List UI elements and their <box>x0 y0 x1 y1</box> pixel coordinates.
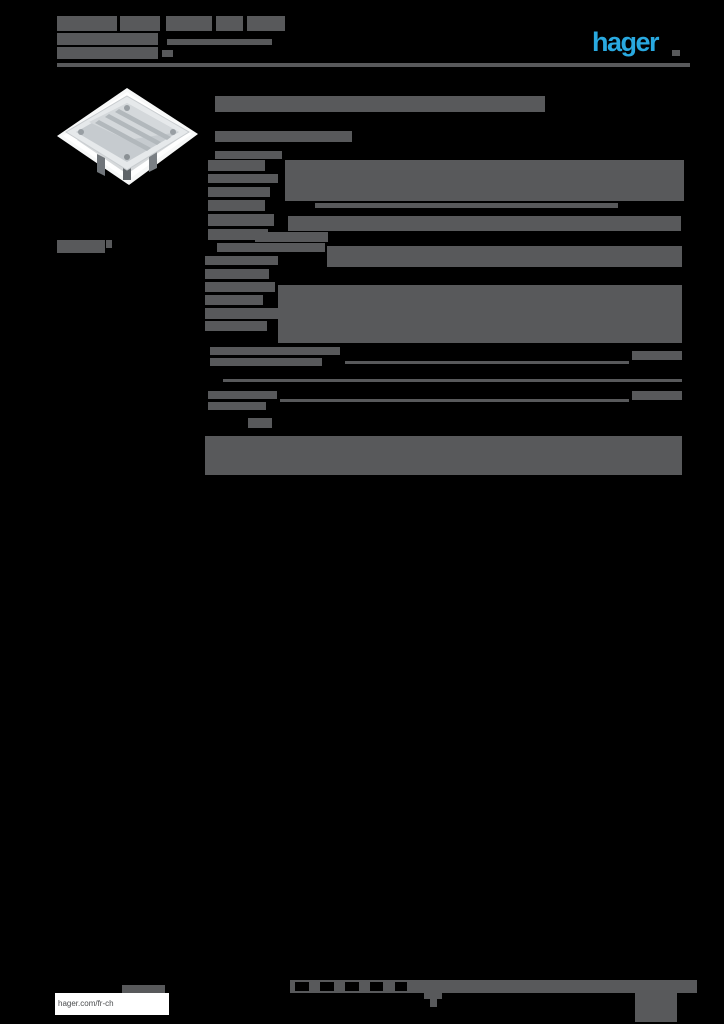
footer-social-icon-cutout <box>395 982 407 991</box>
table-value-bar <box>288 216 681 231</box>
table-left-label <box>205 321 267 331</box>
table-left-label <box>205 256 278 265</box>
header-line2-small-text <box>167 39 272 45</box>
footer-signature-mark <box>424 992 442 999</box>
header-line3-small-text <box>162 50 173 57</box>
table-left-label <box>208 214 274 226</box>
table-left-label <box>205 269 269 279</box>
spec-value-right <box>632 351 682 360</box>
header-title-segment <box>57 16 117 31</box>
reference-code-tick <box>106 240 112 248</box>
table-value-block <box>285 160 684 201</box>
spec-divider <box>223 379 682 382</box>
section-heading-block <box>215 131 352 142</box>
table-left-label <box>208 187 270 197</box>
footer-social-icon-cutout <box>370 982 383 991</box>
table-row-label <box>215 151 282 159</box>
spec-small-label <box>248 418 272 428</box>
spec-value-right <box>632 391 682 400</box>
footer-url-link[interactable]: hager.com/fr-ch <box>58 999 114 1008</box>
footer-strip <box>290 980 697 993</box>
header-title-segment <box>120 16 160 31</box>
floor-box-illustration <box>57 88 198 185</box>
table-left-label <box>208 160 265 171</box>
spec-label-line <box>208 402 266 410</box>
footer-signature-tail <box>430 998 437 1007</box>
table-left-label <box>205 295 263 305</box>
table-left-label <box>205 282 275 292</box>
spec-label-line <box>208 391 277 399</box>
footer-url-box: hager.com/fr-ch <box>55 993 169 1015</box>
footer-right-block <box>635 986 677 1022</box>
table-row-label <box>217 243 325 252</box>
header-title-segment <box>216 16 243 31</box>
spec-dotted-leader <box>345 361 629 364</box>
header-divider <box>57 63 690 67</box>
product-title-block <box>215 96 545 112</box>
hager-logo: hager <box>592 27 660 57</box>
spec-dotted-leader <box>280 399 629 402</box>
note-text-block <box>205 436 682 475</box>
spec-label-line <box>210 347 340 355</box>
logo-registered-mark <box>672 50 680 56</box>
table-value-bar-wide <box>327 246 682 267</box>
footer-social-icon-cutout <box>345 982 359 991</box>
table-left-label <box>208 229 268 240</box>
header-line3-block <box>57 47 158 59</box>
table-value-block <box>278 285 682 343</box>
footer-social-icon-cutout <box>295 982 309 991</box>
table-left-label <box>205 308 278 319</box>
footer-left-small-block <box>122 985 165 995</box>
floor-box-product-photo <box>57 88 198 185</box>
reference-code-block <box>57 240 105 253</box>
table-value-bar-thin <box>315 203 618 208</box>
table-small-label-pair <box>255 232 328 242</box>
header-title-segment <box>166 16 212 31</box>
table-left-label <box>208 200 265 211</box>
footer-social-icon-cutout <box>320 982 334 991</box>
header-line2-block <box>57 33 158 45</box>
table-left-label <box>208 174 278 183</box>
header-title-segment <box>247 16 285 31</box>
spec-label-line <box>210 358 322 366</box>
